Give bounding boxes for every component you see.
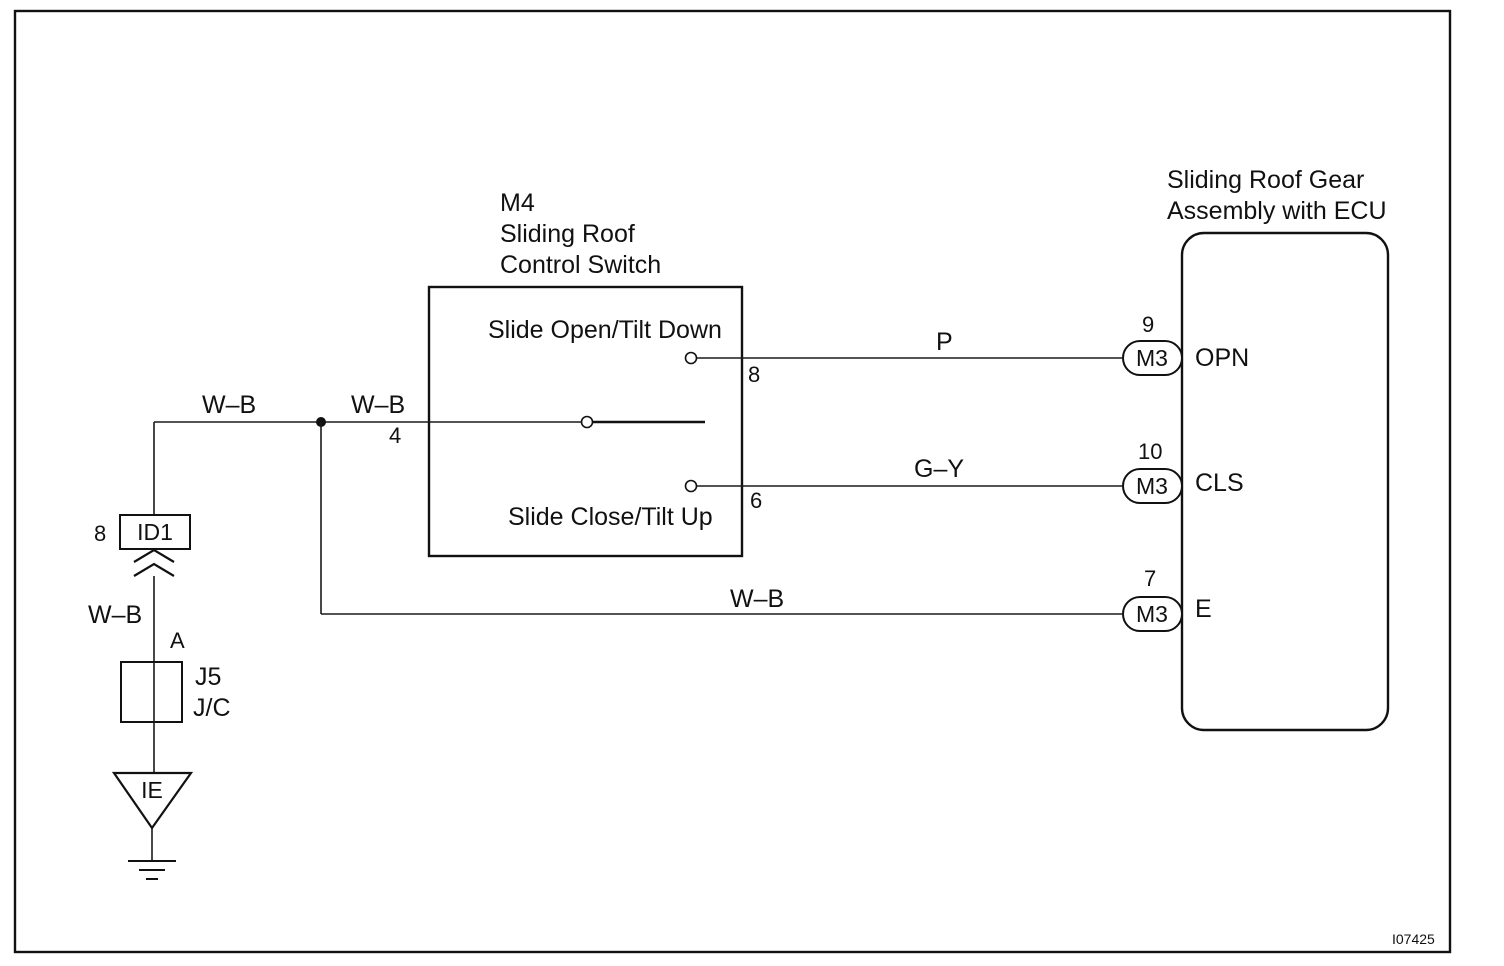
- switch-close-contact: [684, 479, 698, 493]
- ecu-name-line1: Sliding Roof Gear: [1167, 166, 1364, 194]
- ecu-name-line2: Assembly with ECU: [1167, 197, 1387, 225]
- ecu-connector-e-label: M3: [1136, 601, 1168, 627]
- ecu-pin-opn: 9: [1142, 312, 1154, 337]
- figure-id: I07425: [1392, 931, 1435, 947]
- ecu-pin-e: 7: [1144, 566, 1156, 591]
- connector-id1-pin: 8: [94, 521, 106, 546]
- ground-point-ie-label: IE: [141, 777, 163, 803]
- switch-pin-common: 4: [389, 423, 401, 448]
- connector-id1: [119, 514, 191, 550]
- connector-chevron-icon: [133, 548, 175, 577]
- jc-code: J5: [195, 663, 221, 691]
- connector-id1-label: ID1: [137, 519, 173, 545]
- switch-pin-open: 8: [748, 362, 760, 387]
- switch-name-line2: Control Switch: [500, 251, 661, 279]
- switch-pin-close: 6: [750, 488, 762, 513]
- ecu-signal-e: E: [1195, 595, 1212, 623]
- switch-code: M4: [500, 189, 535, 217]
- jc-pin: A: [170, 628, 185, 653]
- wire-ground-e-color: W–B: [730, 585, 784, 613]
- ground-icon: [128, 860, 176, 880]
- wire-down-color: W–B: [88, 601, 142, 629]
- wire-switch-color: W–B: [351, 391, 405, 419]
- switch-name-line1: Sliding Roof: [500, 220, 635, 248]
- ecu-connector-cls-label: M3: [1136, 473, 1168, 499]
- switch-contact-open-label: Slide Open/Tilt Down: [488, 316, 722, 344]
- switch-common-pivot: [580, 415, 594, 429]
- ecu-connector-opn-label: M3: [1136, 345, 1168, 371]
- ecu-signal-opn: OPN: [1195, 344, 1249, 372]
- wire-left-color: W–B: [202, 391, 256, 419]
- wire-opn-color: P: [936, 328, 953, 356]
- ground-point-ie-triangle: [111, 771, 194, 830]
- ecu-pin-cls: 10: [1138, 439, 1162, 464]
- ecu-signal-cls: CLS: [1195, 469, 1244, 497]
- diagram-frame: [13, 9, 1452, 954]
- switch-open-contact: [684, 351, 698, 365]
- jc-name: J/C: [193, 694, 231, 722]
- wire-cls-color: G–Y: [914, 455, 964, 483]
- junction-connector-j5: [120, 661, 183, 723]
- switch-contact-close-label: Slide Close/Tilt Up: [508, 503, 713, 531]
